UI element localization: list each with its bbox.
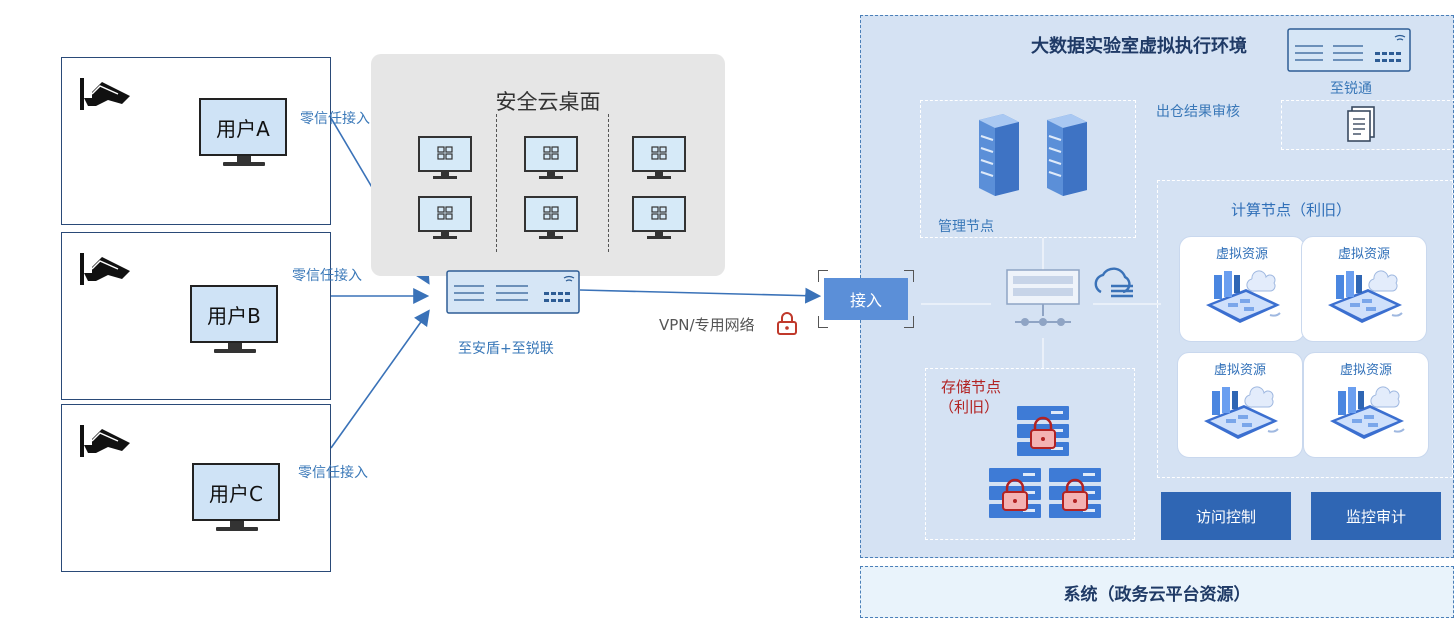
- virtual-resource-label: 虚拟资源: [1215, 247, 1268, 262]
- virtual-resource-label: 虚拟资源: [1213, 363, 1266, 378]
- virtual-desktop-monitor: [632, 196, 688, 242]
- audit-box: [1281, 100, 1455, 150]
- camera-icon: [80, 78, 130, 110]
- edge-label-c: 零信任接入: [298, 465, 368, 481]
- compute-label: 计算节点（利旧）: [1231, 201, 1352, 219]
- virtual-resource-card: 虚拟资源: [1303, 352, 1429, 458]
- gateway-device: [446, 270, 580, 314]
- user-b-box: 用户B: [61, 232, 331, 400]
- virtual-resource-label: 虚拟资源: [1339, 363, 1392, 378]
- storage-label: 存储节点: [941, 378, 1002, 396]
- desktop-title: 安全云桌面: [495, 90, 601, 114]
- windows-icon: [543, 145, 559, 164]
- system-label: 系统（政务云平台资源）: [1063, 584, 1251, 605]
- user-a-monitor: 用户A: [199, 98, 289, 168]
- mgmt-node-label: 管理节点: [938, 219, 994, 235]
- edge-user-c: [330, 309, 430, 449]
- camera-icon: [80, 425, 130, 457]
- access-control-button[interactable]: 访问控制: [1161, 492, 1291, 540]
- divider: [608, 114, 609, 252]
- virtual-resource-card: 虚拟资源: [1301, 236, 1427, 342]
- storage-server-icon: [1049, 468, 1101, 518]
- virtual-resource-icon: [1328, 270, 1403, 323]
- system-bar: 系统（政务云平台资源）: [860, 566, 1454, 618]
- storage-server-icon: [1017, 406, 1069, 456]
- user-a-label: 用户A: [216, 116, 270, 141]
- user-c-box: 用户C: [61, 404, 331, 572]
- document-icon: [1347, 106, 1375, 142]
- compute-node-box: [1157, 180, 1453, 478]
- virtual-desktop-monitor: [524, 136, 580, 182]
- network-lines: [921, 238, 1161, 368]
- monitor-audit-button[interactable]: 监控审计: [1311, 492, 1441, 540]
- user-c-label: 用户C: [209, 481, 263, 506]
- windows-icon: [651, 145, 667, 164]
- access-node: 接入: [818, 270, 914, 328]
- edge-audit-label: 出仓结果审核: [1156, 104, 1240, 120]
- vpn-label: VPN/专用网络: [659, 316, 755, 334]
- user-b-monitor: 用户B: [190, 285, 280, 355]
- edge-label-b: 零信任接入: [292, 268, 362, 284]
- gateway-label: 至安盾+至锐联: [458, 341, 554, 357]
- camera-icon: [80, 253, 130, 285]
- virtual-resource-icon: [1204, 386, 1279, 439]
- zhiruitong-device: [1287, 28, 1411, 72]
- big-data-lab-env: 大数据实验室虚拟执行环境 至锐通 出仓结果审核 管理节点: [860, 15, 1455, 558]
- access-button[interactable]: 接入: [824, 278, 908, 320]
- storage-server-icon: [989, 468, 1041, 518]
- server-rack-icon: [1047, 114, 1087, 196]
- virtual-resource-label: 虚拟资源: [1337, 247, 1390, 262]
- mgmt-node-box: [920, 100, 1136, 238]
- virtual-resource-icon: [1330, 386, 1405, 439]
- env-title: 大数据实验室虚拟执行环境: [1031, 36, 1247, 57]
- user-a-box: 用户A: [61, 57, 331, 225]
- storage-node-box: [925, 368, 1135, 540]
- server-rack-icon: [979, 114, 1019, 196]
- lock-icon: [777, 312, 797, 335]
- switch-icon: [1006, 269, 1080, 326]
- windows-icon: [437, 205, 453, 224]
- virtual-resource-icon: [1206, 270, 1281, 323]
- windows-icon: [437, 145, 453, 164]
- windows-icon: [651, 205, 667, 224]
- edge-label-a: 零信任接入: [300, 111, 370, 127]
- virtual-desktop-monitor: [632, 136, 688, 182]
- edge-vpn: [579, 287, 822, 304]
- windows-icon: [543, 205, 559, 224]
- virtual-resource-card: 虚拟资源: [1177, 352, 1303, 458]
- virtual-desktop-monitor: [418, 136, 474, 182]
- cloud-icon: [1094, 267, 1133, 298]
- device-label: 至锐通: [1330, 81, 1372, 97]
- user-c-monitor: 用户C: [192, 463, 282, 533]
- virtual-desktop-monitor: [418, 196, 474, 242]
- storage-label-sub: （利旧）: [939, 398, 1000, 416]
- virtual-desktop-monitor: [524, 196, 580, 242]
- user-b-label: 用户B: [207, 303, 261, 328]
- bracket-corners: [818, 270, 914, 328]
- virtual-resource-card: 虚拟资源: [1179, 236, 1305, 342]
- divider: [496, 114, 497, 252]
